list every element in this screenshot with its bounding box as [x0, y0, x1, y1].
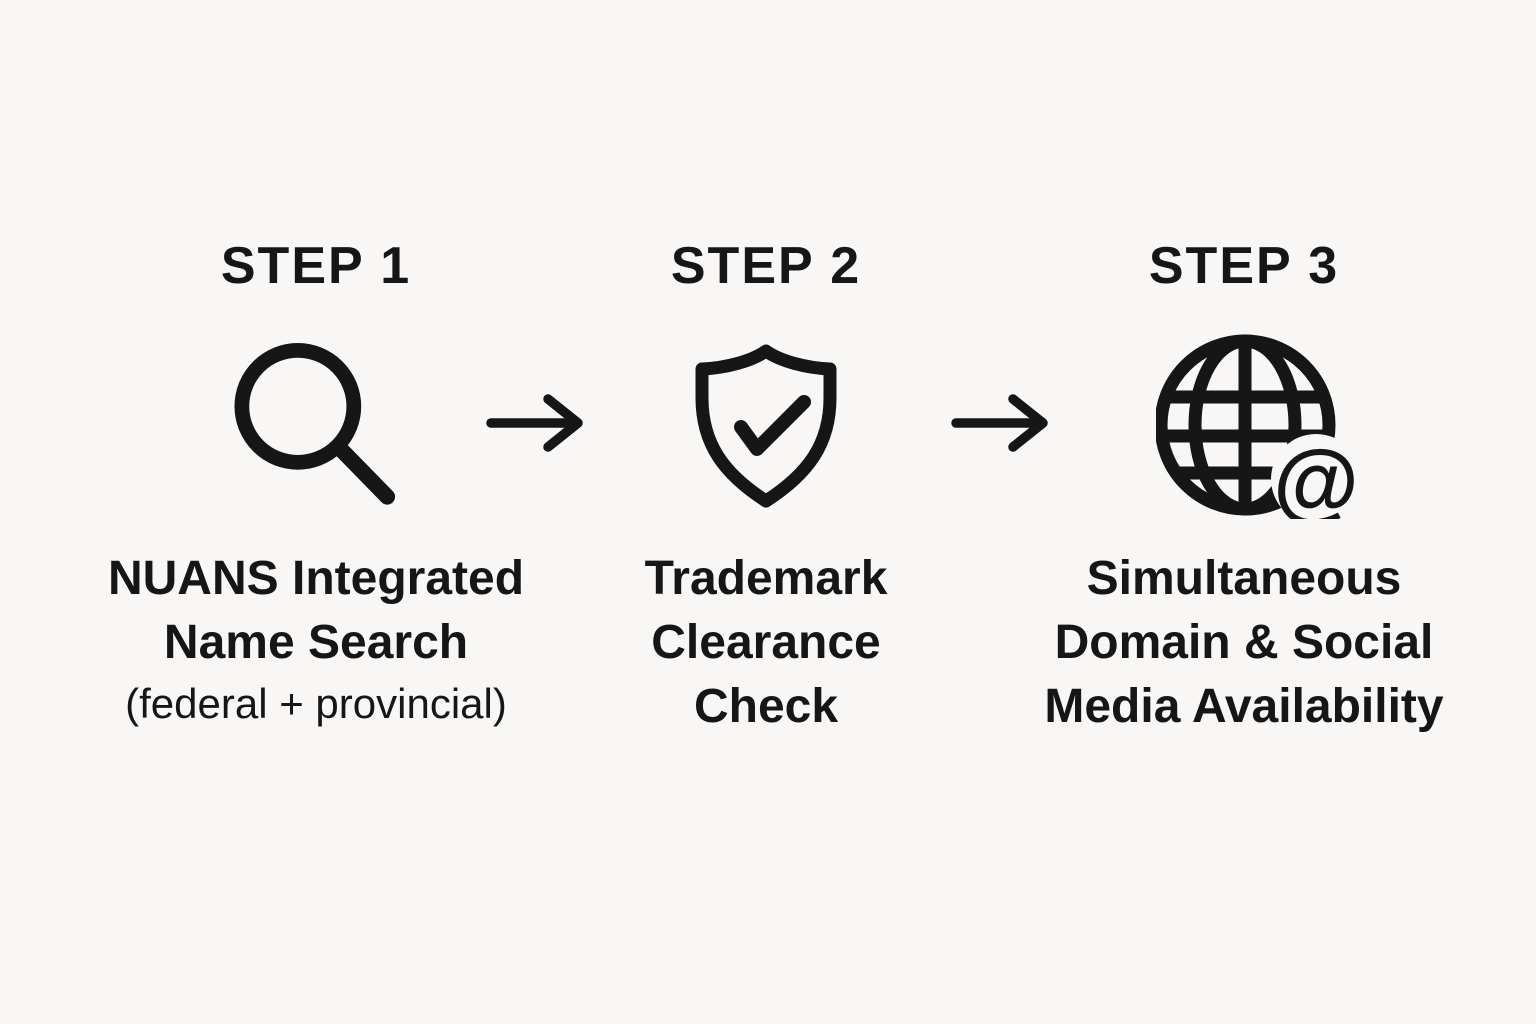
step-1-label-line: Name Search [163, 616, 469, 669]
step-1-title: STEP 1 [220, 237, 412, 295]
step-2-title: STEP 2 [670, 237, 862, 295]
step-3-label: Simultaneous Domain & Social Media Avail… [1044, 547, 1443, 739]
step-2-label-line: Check [693, 680, 839, 733]
step-3-column: STEP 3 @ Simultaneous Domain & Social Me… [1004, 240, 1484, 739]
globe-at-icon: @ [1155, 334, 1361, 519]
step-1-label: NUANS Integrated Name Search [108, 547, 524, 675]
step-3-label-line: Domain & Social [1054, 616, 1434, 669]
step-3-icon-row: @ [1142, 334, 1361, 519]
step-1-label-line: NUANS Integrated [107, 552, 525, 605]
arrow-right-icon [486, 394, 583, 452]
step-1-icon-row [233, 336, 399, 516]
step-3-title: STEP 3 [1148, 237, 1340, 295]
magnifying-glass-icon [233, 343, 395, 505]
at-glyph: @ [1273, 431, 1359, 519]
step-2-label-line: Trademark [644, 552, 888, 605]
step-1-sub-label: (federal + provincial) [125, 680, 507, 727]
arrow-right-icon [951, 394, 1048, 452]
shield-check-icon [695, 344, 837, 508]
step-2-label: Trademark Clearance Check [645, 547, 888, 739]
step-2-column: STEP 2 Trademark Clearance Check [526, 240, 1006, 739]
step-3-label-line: Media Availability [1044, 680, 1444, 733]
step-2-icon-row [692, 336, 840, 516]
step-3-label-line: Simultaneous [1086, 552, 1402, 605]
at-badge-gap [1270, 433, 1361, 519]
step-2-label-line: Clearance [651, 616, 881, 669]
step-1-column: STEP 1 NUANS Integrated Name Search (fed… [76, 240, 556, 733]
